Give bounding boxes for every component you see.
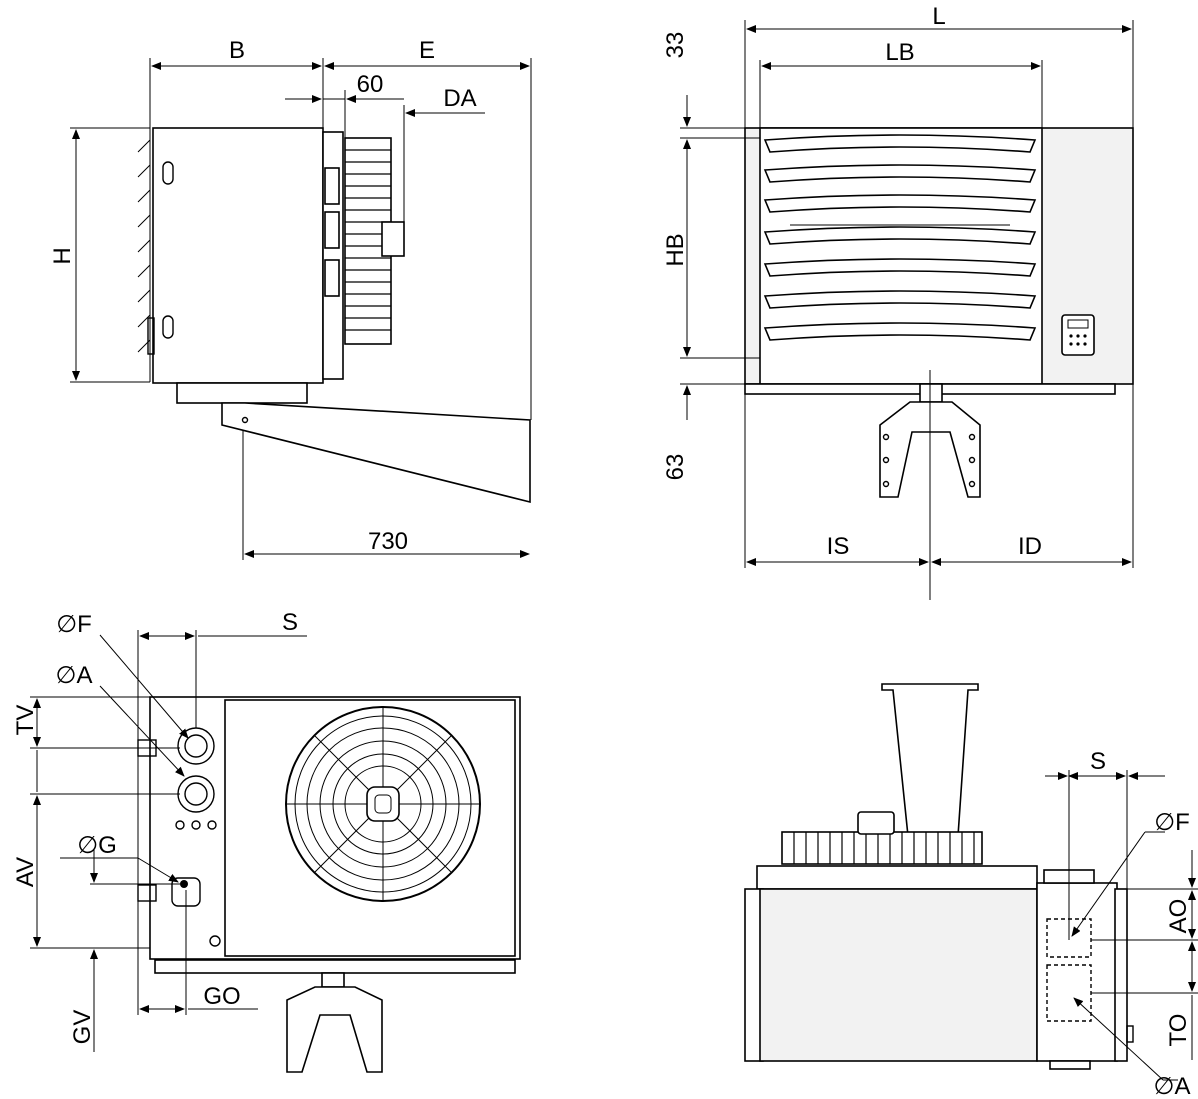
wall-hatch [137,139,151,353]
dim-GV: GV [69,1010,96,1045]
fan-guard-rear [285,706,481,902]
fan-panel [224,699,516,957]
dim-TO: TO [1165,1014,1192,1047]
housing-top [759,888,1038,1062]
rear-view: ∅F S ∅A ∅G GO TV AV GV [12,609,521,1073]
dim-LB: LB [885,39,914,66]
fan-hub [366,786,400,822]
top-view: S ∅F AO TO ∅A [744,683,1198,1099]
label-phi-F: ∅F [56,611,92,638]
louvres [763,134,1037,341]
dim-B: B [229,37,245,64]
dim-33: 33 [662,32,689,59]
dim-AV: AV [12,857,39,887]
dim-S-top: S [1090,748,1106,775]
dim-L: L [932,3,945,30]
fan-guard-top [781,831,983,865]
mounting-bracket-rear [286,986,383,1073]
dim-IS: IS [827,533,850,560]
dim-GO: GO [203,983,240,1010]
dim-E: E [419,37,435,64]
dim-ID: ID [1018,533,1042,560]
mounting-bracket-front [879,401,981,498]
mounting-bracket-side [221,402,531,504]
side-view: B E 60 DA 730 H [49,37,532,560]
fan-motor-side [381,221,405,257]
connection-side [1036,882,1118,1062]
label-phi-G: ∅G [77,832,117,859]
label-phi-A: ∅A [56,662,93,689]
dim-DA: DA [443,85,476,112]
dim-TV: TV [12,705,39,736]
dim-63: 63 [662,454,689,481]
mounting-bracket-top [881,683,979,837]
dim-AO: AO [1165,899,1192,934]
door-lock-top [162,161,174,185]
front-view: L LB 33 HB 63 IS ID [662,3,1134,600]
label-phi-F-top: ∅F [1154,809,1190,836]
dim-730: 730 [368,528,408,555]
dim-H: H [49,247,76,264]
dim-HB: HB [662,233,689,266]
port-G [180,880,188,888]
housing-side [152,127,324,384]
dim-S: S [282,609,298,636]
dim-60: 60 [357,71,384,98]
door-lock-bottom [162,315,174,339]
label-phi-A-top: ∅A [1154,1073,1191,1099]
